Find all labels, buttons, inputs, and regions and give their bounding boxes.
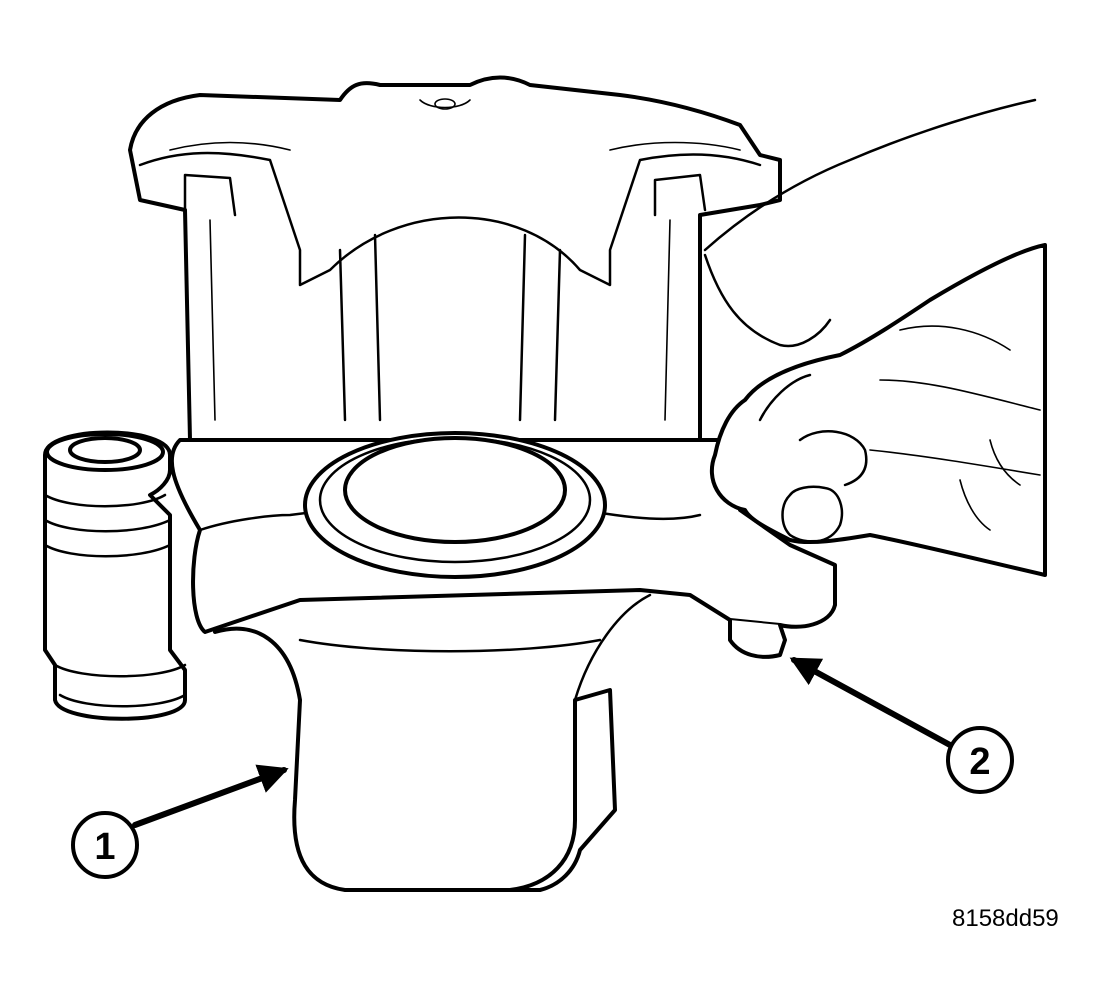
caliper-body: [169, 431, 837, 634]
hand: [703, 98, 1047, 577]
caliper-bridge: [128, 75, 782, 442]
callout-1: 1: [71, 811, 139, 879]
piston-housing: [213, 593, 652, 892]
mounting-boss: [728, 618, 787, 659]
callout-1-leader: [132, 764, 289, 828]
callout-2: 2: [946, 726, 1014, 794]
guide-pin-bushing: [43, 430, 187, 721]
callout-1-label: 1: [94, 826, 115, 868]
callout-2-label: 2: [969, 741, 990, 783]
callout-2-leader: [789, 657, 953, 748]
figure-id: 8158dd59: [952, 905, 1059, 932]
